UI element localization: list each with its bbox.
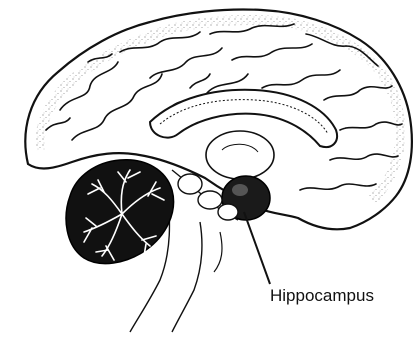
hippocampus-pointer-line <box>244 212 270 284</box>
thalamus <box>206 131 274 179</box>
cerebellum <box>66 160 173 264</box>
hippocampus-label: Hippocampus <box>270 286 374 306</box>
